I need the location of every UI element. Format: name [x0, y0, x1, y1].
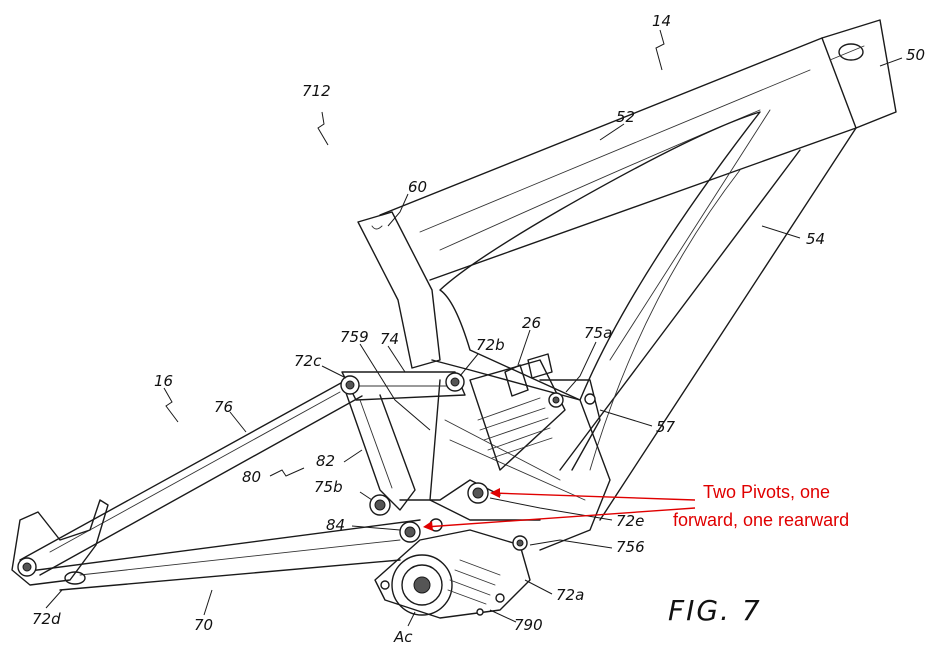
leader-lines: [45, 29, 903, 627]
label-72d: 72d: [32, 610, 61, 628]
label-80: 80: [242, 468, 261, 486]
label-712: 712: [302, 82, 331, 100]
label-60: 60: [408, 178, 427, 196]
label-70: 70: [194, 616, 213, 634]
label-74: 74: [380, 330, 399, 348]
label-72b: 72b: [476, 336, 505, 354]
label-75b: 75b: [314, 478, 343, 496]
label-76: 76: [214, 398, 233, 416]
label-26: 26: [522, 314, 541, 332]
label-759: 759: [340, 328, 369, 346]
annotation-line-1: Two Pivots, one: [703, 482, 830, 502]
label-756: 756: [616, 538, 645, 556]
label-72a: 72a: [556, 586, 584, 604]
label-52: 52: [616, 108, 635, 126]
label-50: 50: [906, 46, 925, 64]
label-72c: 72c: [294, 352, 322, 370]
label-72e: 72e: [616, 512, 644, 530]
figure-title: FIG. 7: [668, 594, 762, 627]
label-790: 790: [514, 616, 543, 634]
label-84: 84: [326, 516, 345, 534]
label-14: 14: [652, 12, 671, 30]
pivot-annotation-arrows: [423, 488, 696, 531]
shock-absorber: [469, 353, 566, 471]
front-frame: [357, 19, 897, 551]
label-16: 16: [154, 372, 173, 390]
pivot-points: [17, 372, 596, 577]
label-54: 54: [806, 230, 825, 248]
label-57: 57: [656, 418, 676, 436]
rear-frame: [11, 371, 501, 591]
drive-motor: [374, 529, 531, 619]
label-ac: Ac: [393, 628, 413, 646]
label-75a: 75a: [584, 324, 612, 342]
label-82: 82: [316, 452, 335, 470]
annotation-line-2: forward, one rearward: [673, 510, 849, 530]
